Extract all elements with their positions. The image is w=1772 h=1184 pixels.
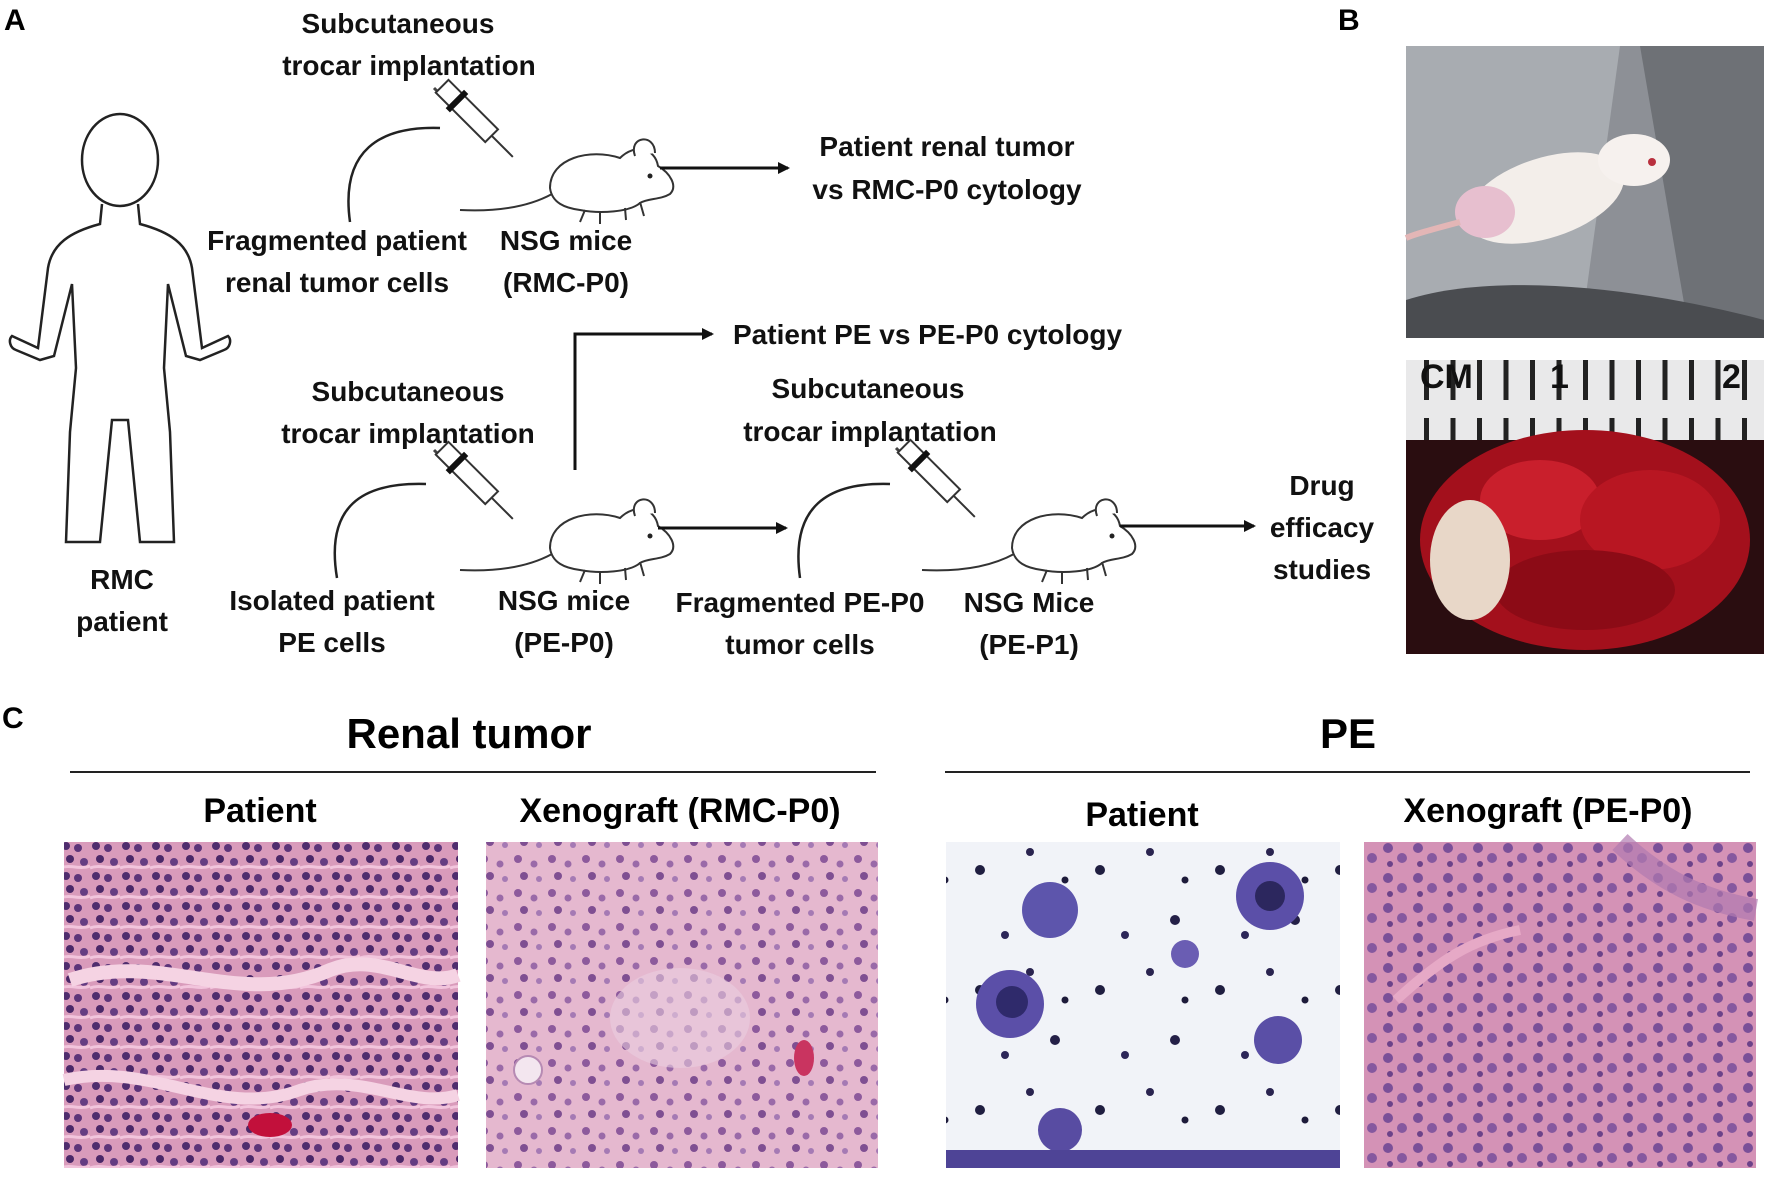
row2-source2-line1: Fragmented PE-P0 [676,587,925,618]
row2-source1-line2: PE cells [278,627,385,658]
row2-outcome-line1: Drug [1289,470,1354,501]
histology-label-renal-xenograft: Xenograft (RMC-P0) [519,792,840,830]
row2-cytology-arrow [573,328,714,470]
row1-syringe-icon [432,78,515,159]
panel-label-b: B [1338,4,1360,37]
ruler-mark-2: 2 [1722,358,1741,396]
row2-mice1-line2: (PE-P0) [514,627,614,658]
histology-image-renal-xenograft [486,842,878,1168]
row2-mice1-line1: NSG mice [498,585,630,616]
histology-image-pe-xenograft [1364,833,1758,1168]
row2-fragment1-curve [333,482,427,579]
row1-outcome-line2: vs RMC-P0 cytology [812,174,1082,205]
row1-implant-line1: Subcutaneous [302,8,495,39]
tumor-photo: CM 1 2 [1406,358,1764,654]
histology-image-pe-patient [946,842,1340,1168]
row2-mouse2-icon [921,498,1137,585]
row2-syringe2-icon [894,438,977,519]
row2-mice2-line1: NSG Mice [964,587,1095,618]
row2-mice2-line2: (PE-P1) [979,629,1079,660]
row1-source-line1: Fragmented patient [207,225,467,256]
row2-implant1-line1: Subcutaneous [312,376,505,407]
renal-tumor-title: Renal tumor [346,710,591,757]
row2-cytology-label: Patient PE vs PE-P0 cytology [733,319,1122,350]
patient-label-line2: patient [76,606,168,637]
histology-label-renal-patient: Patient [203,792,316,830]
row2-fragment2-curve [797,482,891,579]
row2-mouse1-icon [459,498,675,585]
ruler-unit-label: CM [1420,358,1473,396]
panel-label-a: A [4,4,26,37]
row2-implant1-line2: trocar implantation [281,418,535,449]
row1-implant-line2: trocar implantation [282,50,536,81]
row2-source1-line1: Isolated patient [229,585,434,616]
human-figure-icon [8,112,232,544]
row1-mouse-icon [459,138,675,225]
histology-image-renal-patient [62,842,461,1168]
row1-source-line2: renal tumor cells [225,267,449,298]
panel-label-c: C [2,702,24,735]
pe-title: PE [1320,710,1376,757]
row2-implant2-line1: Subcutaneous [772,373,965,404]
row2-syringe1-icon [432,440,515,521]
row1-mice-line2: (RMC-P0) [503,267,629,298]
row1-outcome-line1: Patient renal tumor [819,131,1074,162]
row2-source2-line2: tumor cells [725,629,874,660]
histology-label-pe-patient: Patient [1085,796,1198,834]
row1-fragment-curve [347,126,441,223]
row2-outcome-line2: efficacy [1270,512,1375,543]
row2-outcome-line3: studies [1273,554,1371,585]
histology-label-pe-xenograft: Xenograft (PE-P0) [1403,792,1692,830]
row1-mice-line1: NSG mice [500,225,632,256]
mouse-photo [1404,46,1764,338]
row2-implant2-line2: trocar implantation [743,416,997,447]
patient-label-line1: RMC [90,564,154,595]
ruler-mark-1: 1 [1550,358,1569,396]
